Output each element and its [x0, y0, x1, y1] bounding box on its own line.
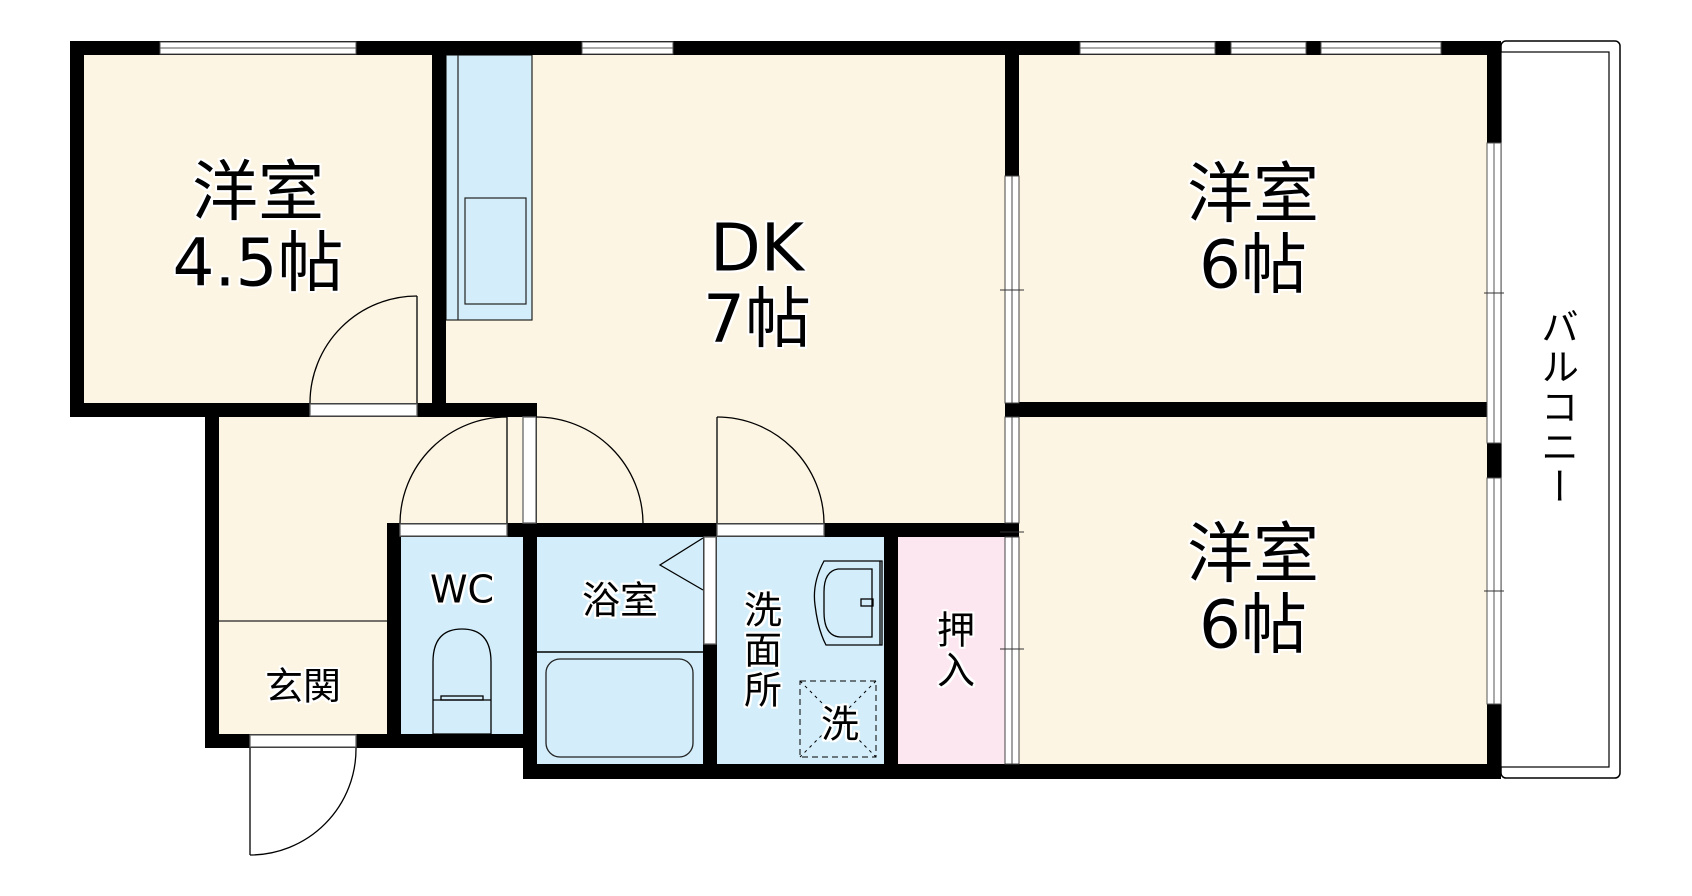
room-dk-lower: [536, 416, 1005, 523]
room-closet: [898, 537, 1005, 764]
wash-basin: [813, 560, 883, 646]
room-label-wc: WC: [429, 567, 495, 612]
sliding-doors: [1000, 175, 1024, 765]
room-label-bath: 浴室: [581, 578, 659, 623]
room-label-entrance: 玄関: [264, 664, 342, 709]
washing-machine-space: [799, 680, 877, 758]
doors: [249, 295, 825, 856]
room-hall-lower: [219, 520, 387, 734]
room-label-western-6-top: 洋室 6帖: [1187, 155, 1319, 304]
room-fills: [84, 55, 1487, 765]
room-label-western-6-bottom: 洋室 6帖: [1187, 515, 1319, 664]
kitchen-counter: [445, 54, 533, 321]
room-label-washroom: 洗面所: [737, 590, 782, 710]
room-hall: [219, 416, 536, 523]
room-western-6-top: [1019, 55, 1487, 402]
balcony-label: バルコニー: [1534, 307, 1579, 507]
room-label-dk: DK 7帖: [703, 209, 811, 358]
toilet: [432, 628, 492, 735]
balcony: [1500, 40, 1621, 779]
room-label-closet: 押入: [930, 610, 975, 690]
room-western-4-5: [84, 55, 432, 403]
windows: [159, 41, 1504, 705]
room-label-western-4-5: 洋室 4.5帖: [172, 153, 344, 302]
washer-label: 洗: [820, 702, 860, 747]
kitchen-sink: [464, 197, 527, 305]
room-western-6-bottom: [1019, 417, 1487, 765]
bathtub: [545, 658, 694, 758]
